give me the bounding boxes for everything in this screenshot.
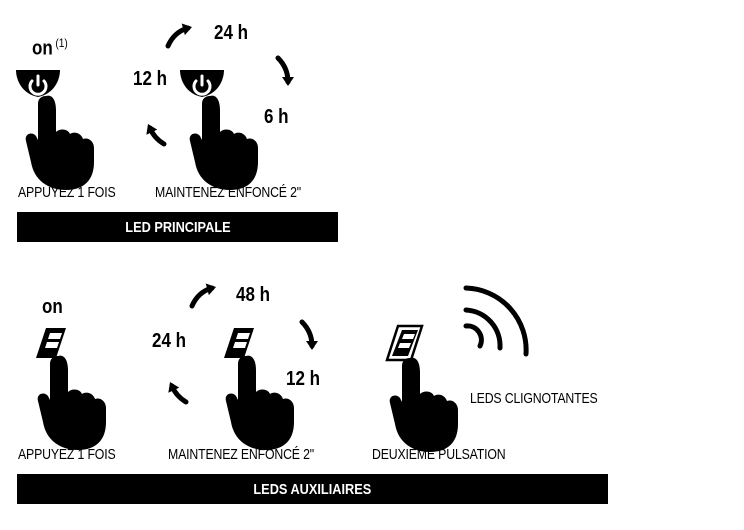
footnote-marker: (1): [55, 36, 68, 50]
top-on-label: on(1): [32, 36, 68, 60]
cycle-arrow-icon: [275, 55, 294, 86]
time-24h: 24 h: [214, 22, 249, 44]
time-12h: 12 h: [133, 68, 168, 90]
caption-hold: MAINTENEZ ENFONCÉ 2": [155, 184, 301, 201]
finger-press-icon: [389, 357, 458, 452]
section-bar-led-principale: LED PRINCIPALE: [17, 212, 338, 242]
cycle-arrow-icon: [165, 21, 194, 49]
time-12h: 12 h: [286, 368, 321, 390]
section-bar-leds-auxiliaires: LEDS AUXILIAIRES: [17, 474, 608, 504]
time-48h: 48 h: [236, 284, 271, 306]
bottom-on-label: on: [42, 296, 63, 318]
led-button-icon: [385, 324, 424, 362]
bar-label: LED PRINCIPALE: [124, 218, 231, 236]
finger-press-icon: [37, 355, 106, 450]
cycle-arrow-icon: [189, 281, 218, 309]
caption-second-press: DEUXIÈME PULSATION: [372, 446, 506, 463]
cycle-arrow-icon: [299, 319, 318, 350]
cycle-arrow-icon: [164, 379, 189, 405]
caption-blinking: LEDS CLIGNOTANTES: [470, 390, 598, 407]
power-button-icon: [178, 68, 226, 99]
caption-hold: MAINTENEZ ENFONCÉ 2": [168, 446, 314, 463]
caption-press-once: APPUYEZ 1 FOIS: [18, 446, 116, 463]
time-24h: 24 h: [152, 330, 187, 352]
finger-press-icon: [25, 95, 95, 190]
signal-waves-icon: [463, 285, 529, 357]
caption-press-once: APPUYEZ 1 FOIS: [18, 184, 116, 201]
bar-label: LEDS AUXILIAIRES: [253, 480, 372, 498]
finger-press-icon: [225, 355, 294, 450]
power-button-icon: [14, 68, 62, 99]
finger-press-icon: [189, 95, 258, 190]
time-6h: 6 h: [264, 106, 289, 128]
cycle-arrow-icon: [142, 121, 167, 147]
